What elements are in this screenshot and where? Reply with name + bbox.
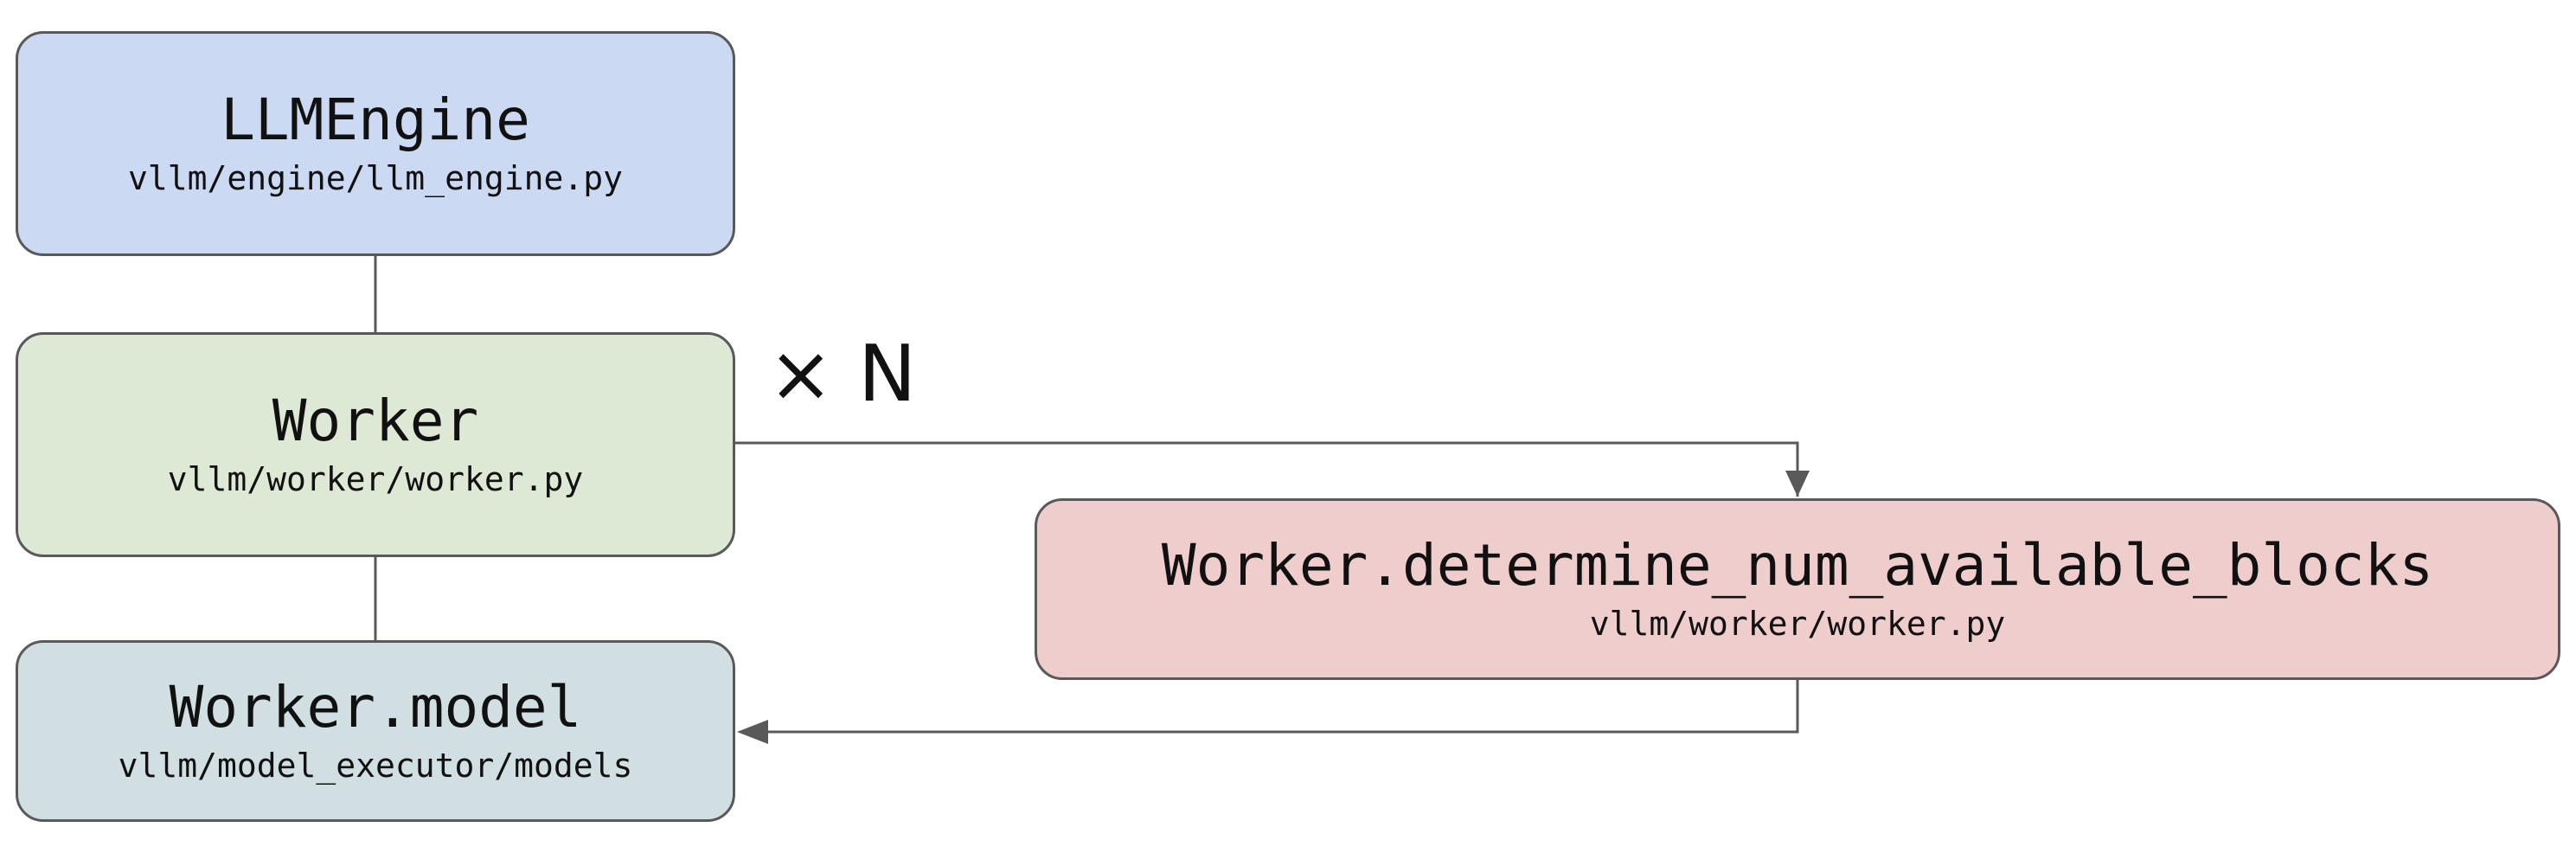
node-worker-model-path: vllm/model_executor/models [118, 746, 633, 785]
node-worker-title: Worker [272, 387, 479, 454]
node-worker-path: vllm/worker/worker.py [167, 459, 584, 498]
node-worker-model-title: Worker.model [169, 673, 582, 741]
node-determine-blocks-path: vllm/worker/worker.py [1589, 604, 2006, 643]
node-determine-blocks-title: Worker.determine_num_available_blocks [1161, 531, 2434, 599]
node-llmengine-path: vllm/engine/llm_engine.py [128, 158, 623, 197]
edge-worker-determine [735, 441, 1799, 497]
node-llmengine: LLMEngine vllm/engine/llm_engine.py [16, 31, 735, 256]
arrowhead-determine [1785, 471, 1810, 497]
node-worker: Worker vllm/worker/worker.py [16, 332, 735, 557]
edge-determine-model [761, 680, 1799, 734]
node-determine-blocks: Worker.determine_num_available_blocks vl… [1035, 498, 2560, 680]
node-llmengine-title: LLMEngine [221, 86, 530, 153]
node-worker-model: Worker.model vllm/model_executor/models [16, 640, 735, 822]
worker-multiplier-label: × N [768, 329, 917, 420]
arrowhead-model [737, 720, 768, 744]
